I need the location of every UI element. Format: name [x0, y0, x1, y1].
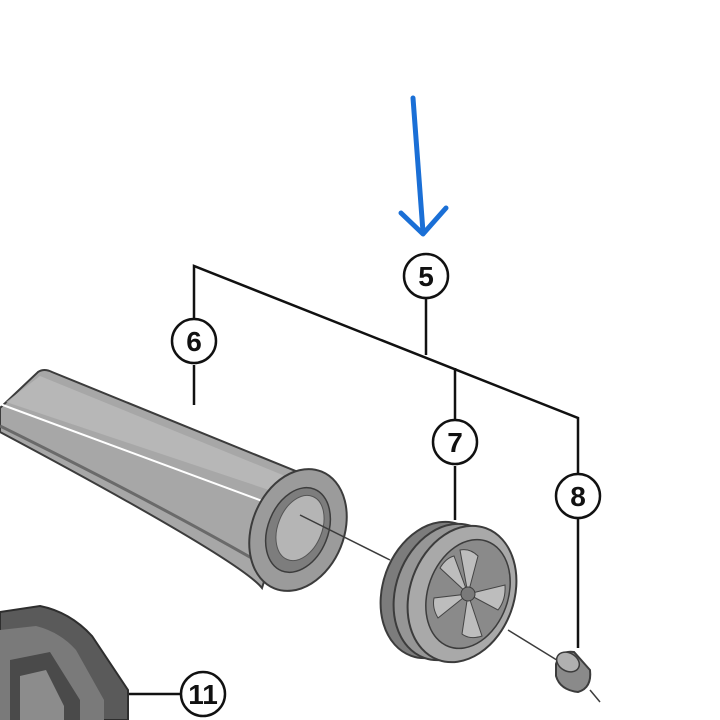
- callout-8-label: 8: [570, 481, 586, 512]
- callout-8: 8: [554, 472, 602, 520]
- callout-6-label: 6: [186, 326, 202, 357]
- callout-7: 7: [431, 418, 479, 466]
- plug-axis-line: [507, 629, 561, 663]
- callout-11-label: 11: [188, 679, 218, 710]
- callout-5: 5: [402, 252, 450, 300]
- callout-5-label: 5: [418, 261, 434, 292]
- assembly-axis-line: [299, 514, 391, 561]
- callout-7-label: 7: [447, 427, 463, 458]
- end-cap-part: [379, 520, 518, 664]
- callout-11: 11: [179, 670, 227, 718]
- down-arrow-icon: [398, 95, 449, 237]
- leader-lines: [128, 264, 580, 696]
- plug-part: [555, 650, 601, 703]
- callout-6: 6: [170, 317, 218, 365]
- shifter-body-part: [0, 604, 129, 720]
- grip-tube-part: [0, 369, 348, 592]
